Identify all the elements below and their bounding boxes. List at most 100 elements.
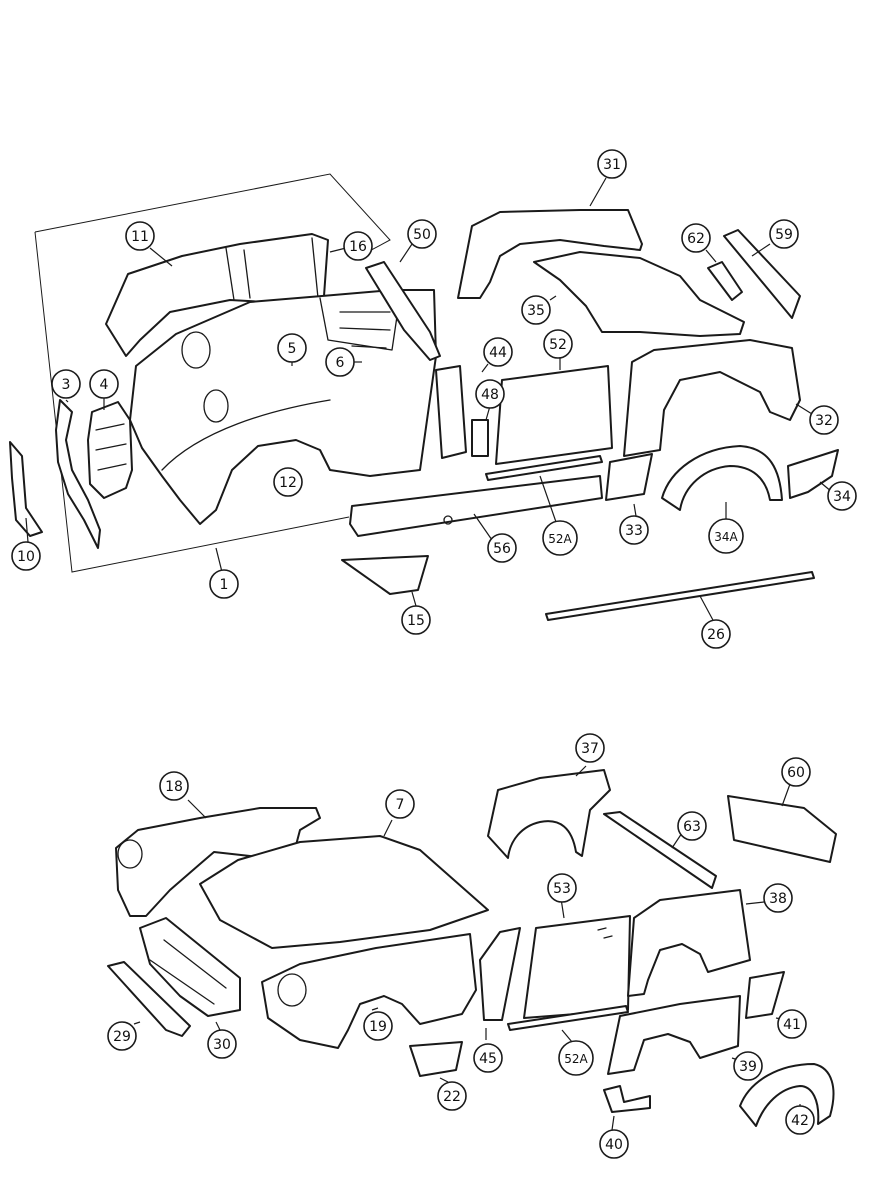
callout-number: 50 [413,227,431,243]
callout-number: 22 [443,1089,461,1105]
callout-circle [277,333,307,363]
callout-circle [407,219,437,249]
callout-number: 29 [113,1029,131,1045]
callout-62: 62 [681,223,711,253]
rear-wing-upper-inner-part [487,769,611,859]
callout-7: 7 [385,789,415,819]
callout-circle [363,1011,393,1041]
callout-circle [343,231,373,261]
callout-number: 33 [625,523,643,539]
bottom-assembly [107,765,837,1131]
callout-number: 40 [605,1137,623,1153]
callout-circle [159,771,189,801]
callout-circle [763,883,793,913]
callout-34: 34 [827,481,857,511]
callout-number: 45 [479,1051,497,1067]
callout-12: 12 [273,467,303,497]
callout-number: 18 [165,779,183,795]
rear-deck-panel-part [533,251,745,337]
callout-39: 39 [733,1051,763,1081]
callout-11: 11 [125,221,155,251]
rear-quarter-panel-part [623,339,801,457]
callout-circle [701,619,731,649]
callout-circle [599,1129,629,1159]
callout-48: 48 [475,379,505,409]
callout-circle [401,605,431,635]
callout-number: 12 [279,475,297,491]
callout-35: 35 [521,295,551,325]
callout-circle [558,1040,594,1076]
rear-quarter-outer-part [627,889,751,997]
callout-number: 4 [100,377,109,393]
callout-41: 41 [777,1009,807,1039]
callout-15: 15 [401,605,431,635]
callout-number: 7 [396,797,405,813]
a-post-part [479,927,521,1021]
callout-32: 32 [809,405,839,435]
callout-circle [325,347,355,377]
callout-22: 22 [437,1081,467,1111]
closing-panel-part [603,1085,651,1113]
callout-circle [733,1051,763,1081]
rear-wing-upper-part [457,209,643,299]
callout-18: 18 [159,771,189,801]
callout-number: 19 [369,1019,387,1035]
callout-number: 31 [603,157,621,173]
callout-50: 50 [407,219,437,249]
callout-number: 59 [775,227,793,243]
callout-circle [89,369,119,399]
callout-31: 31 [597,149,627,179]
wing-stiffener-part [9,441,43,537]
callout-circle [385,789,415,819]
callout-60: 60 [781,757,811,787]
rear-wing-lower-front-part [605,453,653,501]
callout-number: 10 [17,549,35,565]
rear-inner-wheel-arch-part [739,1063,835,1127]
callout-circle [207,1029,237,1059]
front-wing-part [261,933,477,1049]
callout-circle [781,757,811,787]
rear-valance-lower-part [745,971,785,1019]
callout-52a-top: 52A [542,520,578,556]
shut-face-panel [471,419,489,457]
door-sill-strip-lower-part [507,1005,629,1031]
bodyshell-front-part [129,289,437,525]
light-panel-part [707,261,743,301]
callout-number: 6 [336,355,345,371]
callout-circle [597,149,627,179]
callout-circle [827,481,857,511]
callout-38: 38 [763,883,793,913]
door-skin-part [495,365,613,465]
callout-circle [681,223,711,253]
callout-number: 52 [549,337,567,353]
callout-number: 32 [815,413,833,429]
rear-valance-part [787,449,839,499]
callout-number: 56 [493,541,511,557]
callout-circle [473,1043,503,1073]
callout-circle [521,295,551,325]
callout-number: 42 [791,1113,809,1129]
callout-3: 3 [51,369,81,399]
bodyshell-boundary [34,173,391,257]
callout-circle [708,518,744,554]
outer-sill-part [349,475,603,537]
callout-circle [809,405,839,435]
windscreen-pillar-part [365,261,441,361]
side-trim-strip-part [545,571,815,621]
callout-16: 16 [343,231,373,261]
callout-5: 5 [277,333,307,363]
callout-1: 1 [209,569,239,599]
callout-number: 1 [220,577,229,593]
callout-number: 52A [564,1052,588,1066]
callout-circle [677,811,707,841]
callout-number: 16 [349,239,367,255]
door-part [523,915,631,1019]
front-frame-part [139,917,241,1017]
callout-number: 37 [581,741,599,757]
callout-6: 6 [325,347,355,377]
callout-circle [785,1105,815,1135]
front-wing-lower-part [341,555,429,595]
callout-number: 35 [527,303,545,319]
callout-circle [542,520,578,556]
